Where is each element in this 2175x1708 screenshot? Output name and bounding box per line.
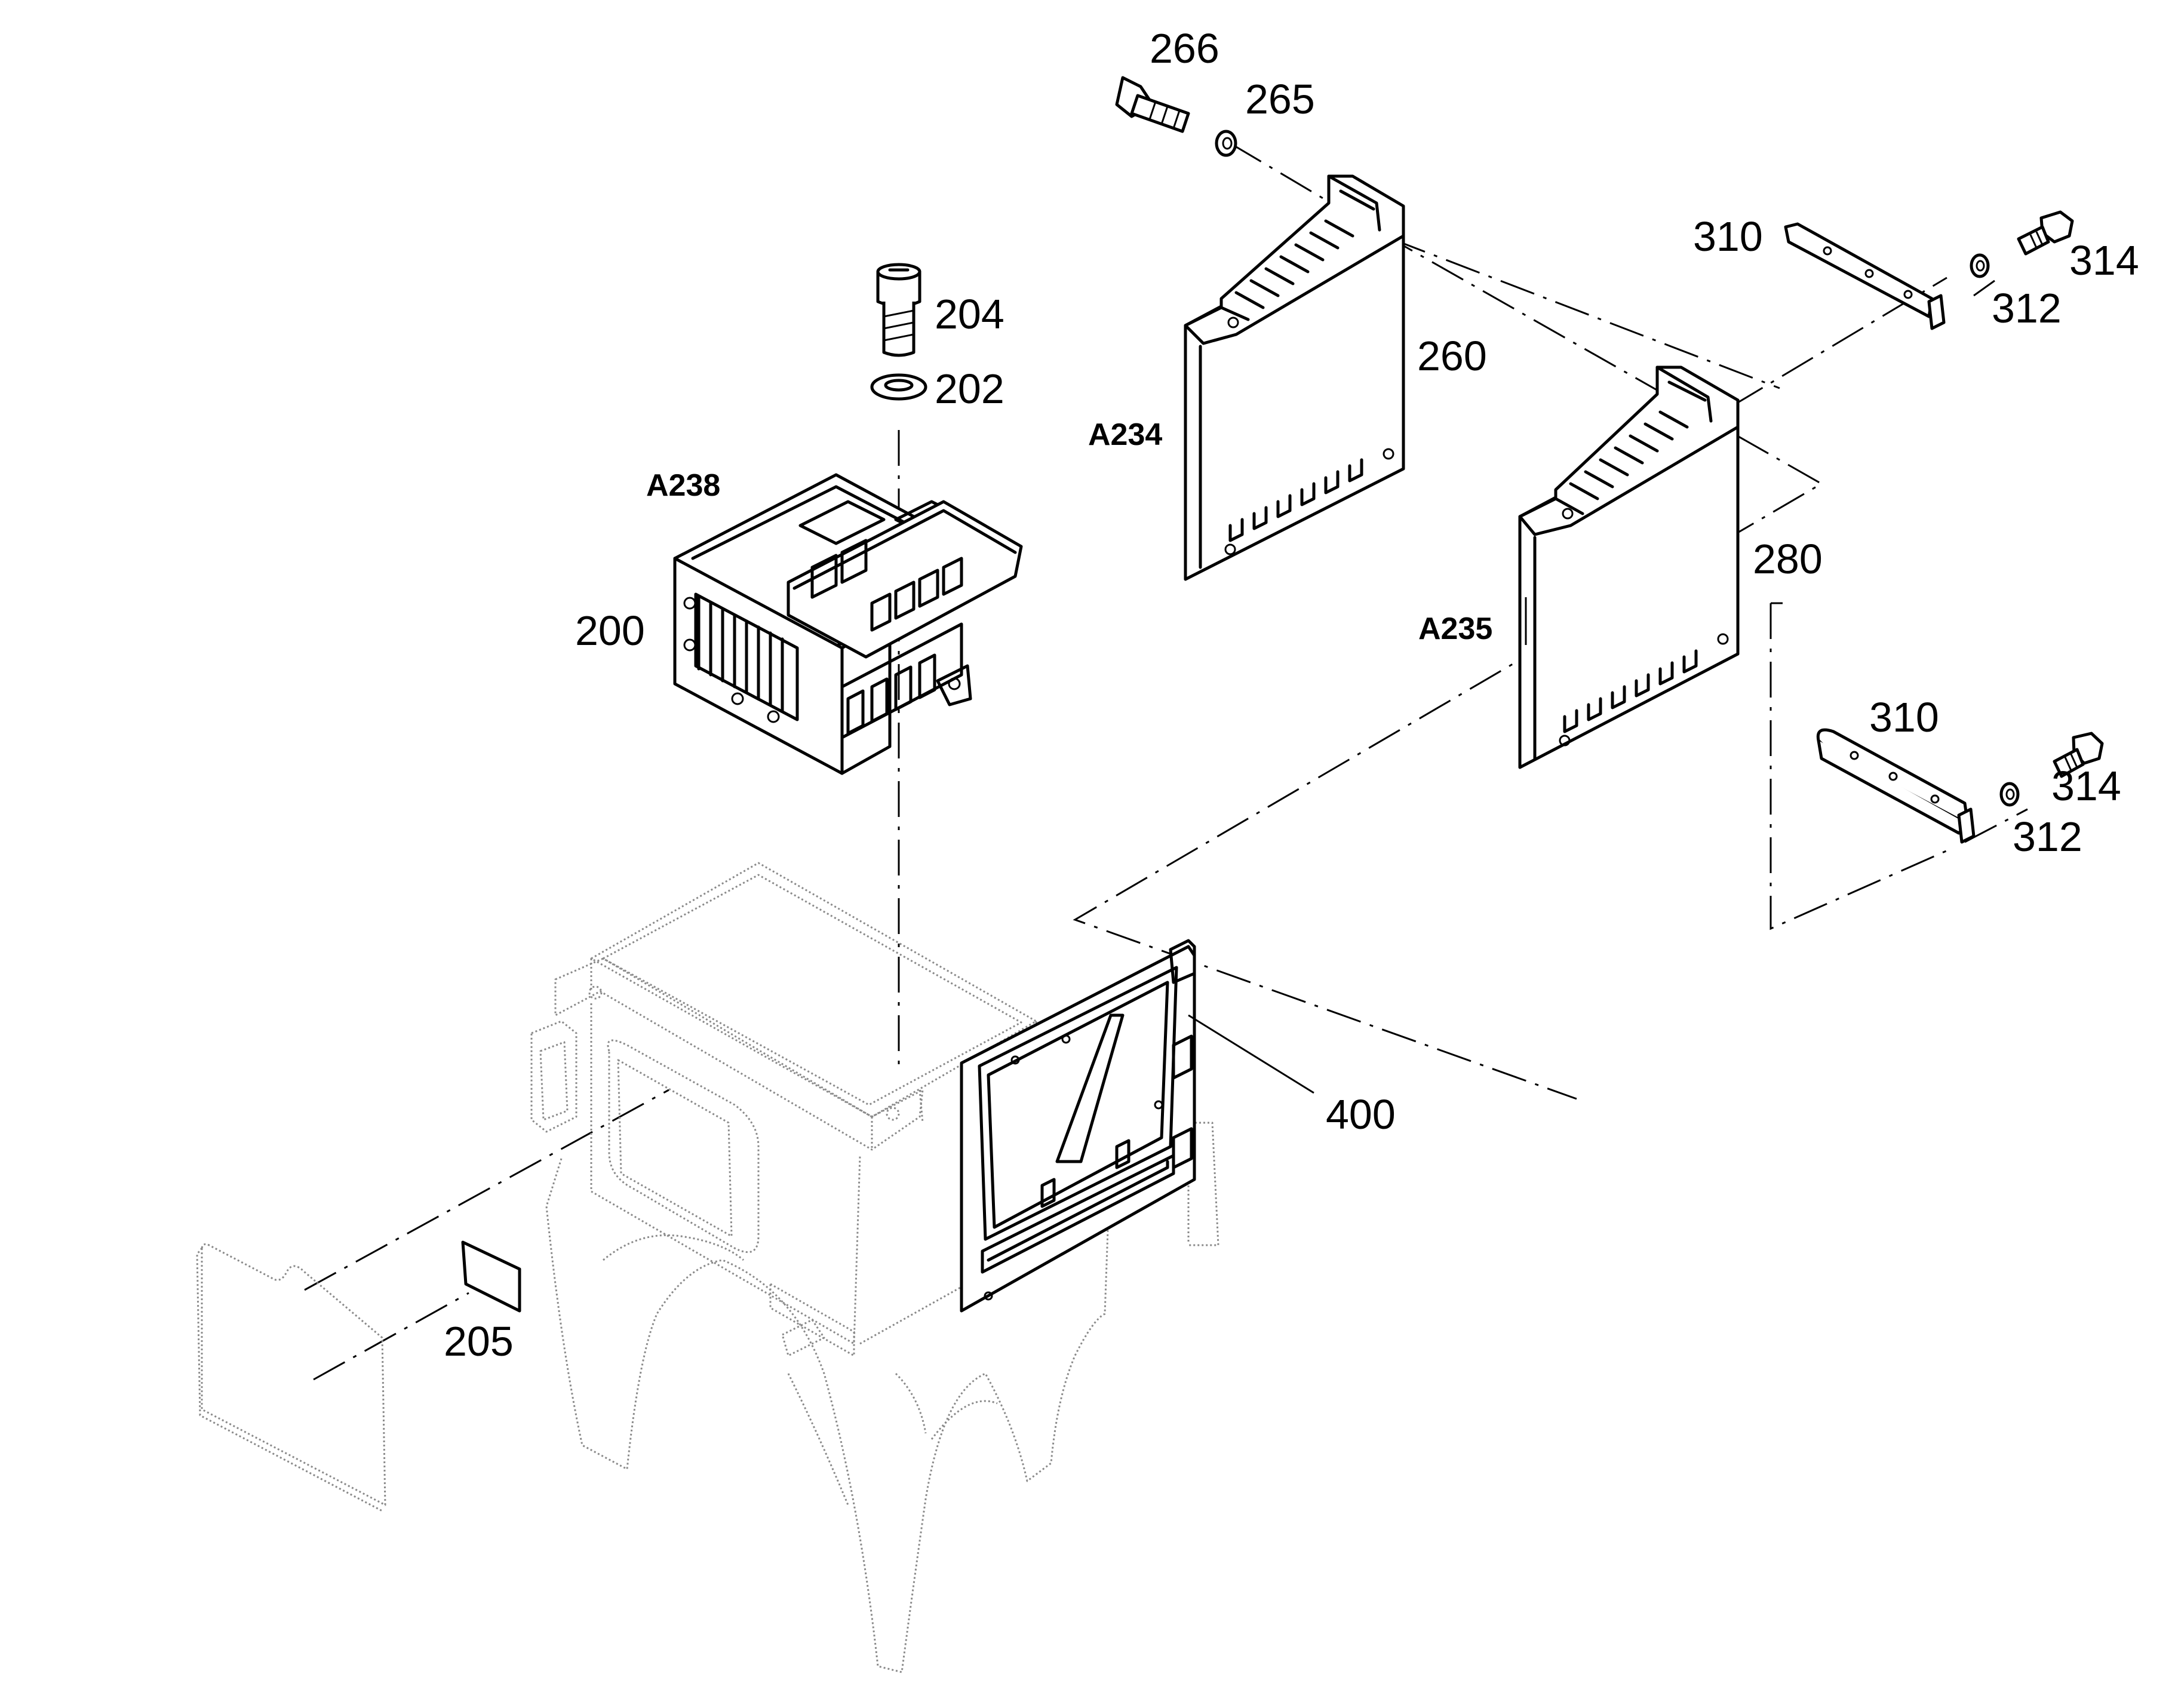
label-a234: A234	[1088, 417, 1162, 452]
part-312-upper-washer	[1970, 253, 1990, 278]
left-cover-panel	[196, 1243, 386, 1512]
label-310-upper: 310	[1693, 213, 1763, 260]
part-312-lower-washer	[1999, 782, 2020, 807]
part-202-washer	[870, 373, 927, 401]
label-a238: A238	[646, 468, 720, 503]
part-314-upper-screw	[2017, 210, 2074, 256]
part-labels: 266 265 204 202 A238 200 A234 260 310 31…	[444, 25, 2139, 1365]
label-314-lower: 314	[2051, 763, 2121, 809]
part-265-washer	[1215, 130, 1237, 157]
part-205-card	[461, 1240, 521, 1313]
part-310-lower-bracket	[1816, 728, 1976, 844]
label-205: 205	[444, 1318, 514, 1365]
label-265: 265	[1245, 76, 1315, 122]
label-202: 202	[935, 365, 1004, 412]
label-200: 200	[575, 607, 645, 654]
label-310-lower: 310	[1869, 694, 1939, 741]
label-312-upper: 312	[1992, 285, 2062, 331]
label-260: 260	[1417, 333, 1487, 379]
part-280-heatsink	[1518, 365, 1740, 769]
part-266-screw	[1115, 76, 1190, 133]
part-400-frame-plate	[960, 939, 1196, 1313]
label-a235: A235	[1418, 612, 1492, 646]
label-204: 204	[935, 291, 1004, 337]
label-312-lower: 312	[2013, 813, 2082, 860]
leader-lines	[1188, 597, 1527, 1094]
label-266: 266	[1150, 25, 1219, 72]
label-400: 400	[1326, 1091, 1396, 1138]
part-310-upper-bracket	[1784, 222, 1946, 330]
part-204-screw	[876, 263, 921, 357]
part-260-heatsink	[1184, 174, 1405, 581]
part-314-lower-screw	[2053, 732, 2104, 778]
label-314-upper: 314	[2069, 237, 2139, 284]
label-280: 280	[1753, 536, 1823, 582]
part-200-electronics-module	[673, 473, 1023, 775]
